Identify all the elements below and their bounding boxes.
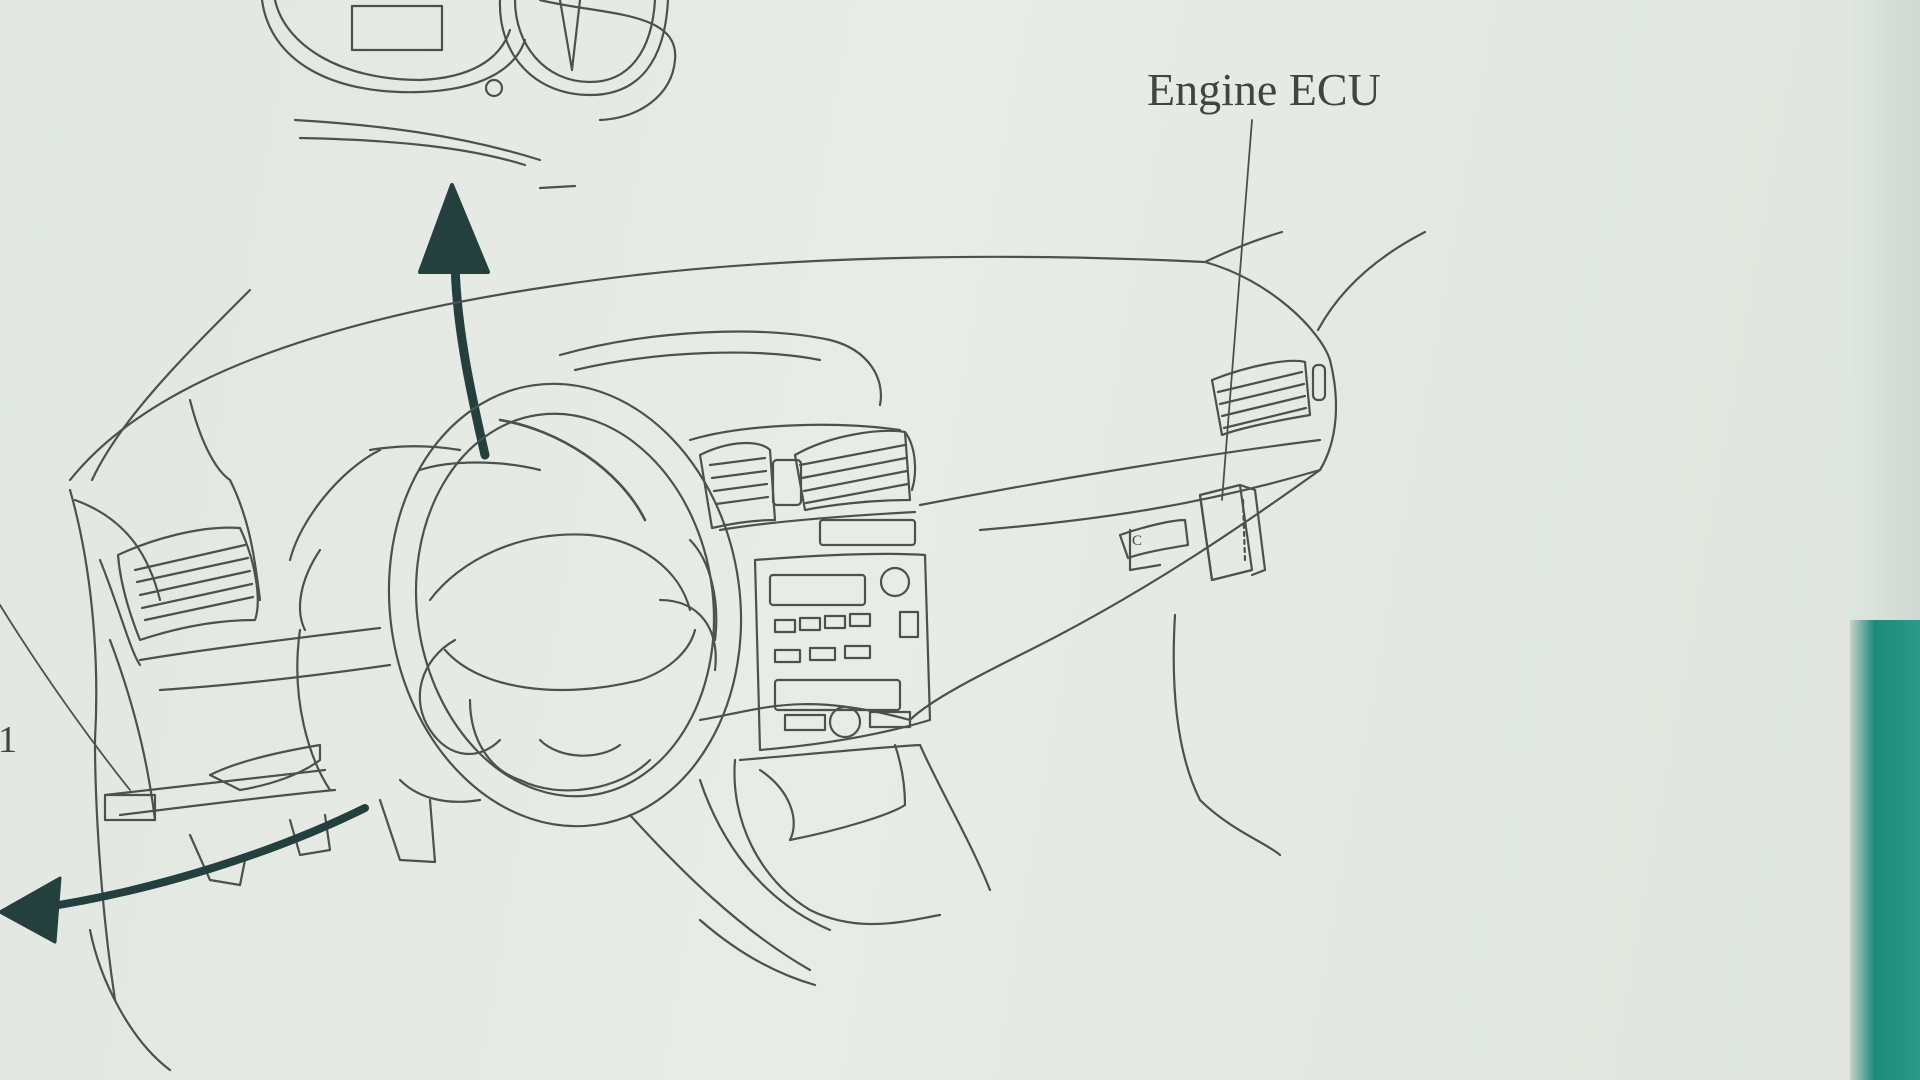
center-air-vents xyxy=(698,429,917,530)
arrow-to-left xyxy=(0,804,369,944)
ecu-leader-line xyxy=(1221,119,1253,501)
center-console xyxy=(688,510,992,932)
glovebox-area: C xyxy=(918,438,1322,572)
instrument-hood xyxy=(558,330,902,442)
dashboard-outline xyxy=(68,230,1427,857)
instrument-cluster-inset xyxy=(260,0,677,190)
left-edge-fragment-label: 1 xyxy=(0,719,17,761)
lower-left-panel xyxy=(88,743,817,1072)
left-leader-line xyxy=(0,604,131,791)
left-air-vent xyxy=(98,526,259,667)
right-air-vent xyxy=(1210,359,1327,437)
steering-wheel xyxy=(368,382,743,828)
engine-ecu-box xyxy=(1198,483,1267,582)
engine-ecu-label: Engine ECU xyxy=(1147,64,1381,115)
svg-text:C: C xyxy=(1132,533,1142,549)
left-dash-panel xyxy=(68,398,392,1002)
arrow-up-to-cluster xyxy=(418,183,490,460)
monitor-bezel-upper xyxy=(1850,0,1920,620)
